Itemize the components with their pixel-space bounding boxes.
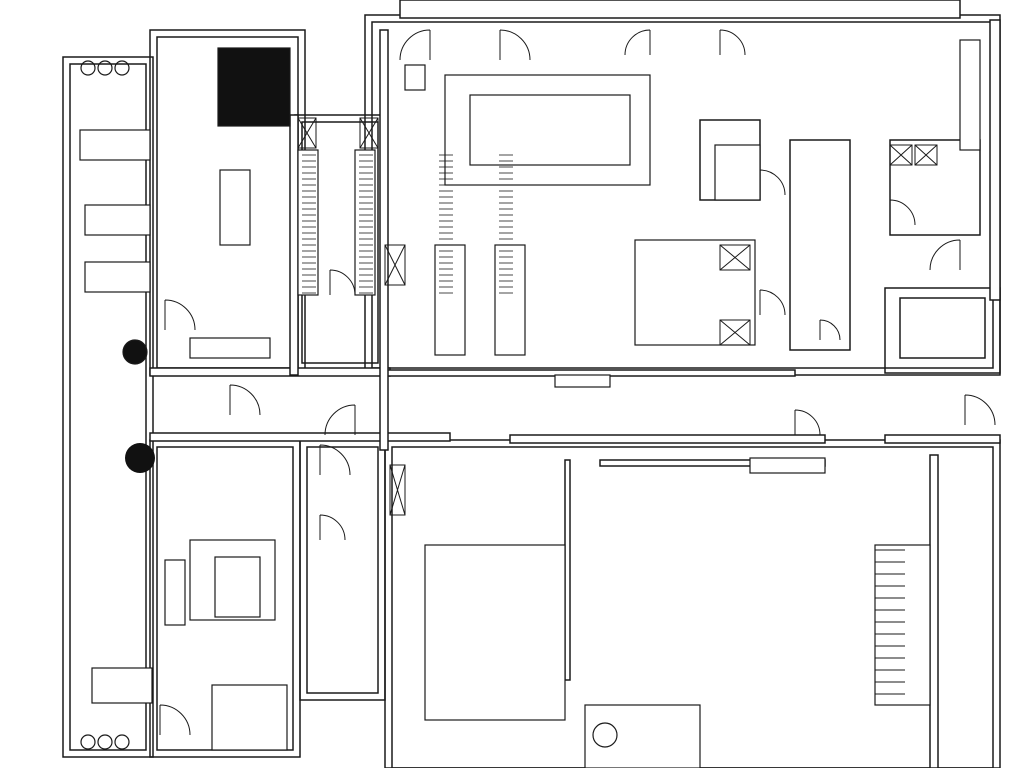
- door-swing: [759, 169, 786, 196]
- wall-segment: [929, 454, 939, 768]
- fixture-circle: [114, 734, 130, 750]
- bathtub: [219, 169, 251, 246]
- furniture-layer: [79, 39, 981, 768]
- shaft-cross: [297, 117, 317, 149]
- table: [469, 94, 631, 166]
- shaft-cross: [719, 319, 751, 346]
- bed: [214, 556, 261, 618]
- wall-segment: [509, 434, 826, 444]
- door-swing: [229, 384, 261, 416]
- wall-segment: [564, 459, 571, 681]
- lounger: [84, 204, 151, 236]
- vanity: [189, 337, 271, 359]
- door-swing: [399, 29, 431, 61]
- wall: [889, 139, 981, 236]
- fixture-circle: [80, 60, 96, 76]
- staircase: [874, 544, 931, 706]
- wall: [391, 446, 994, 768]
- door-swing: [889, 199, 916, 226]
- plant: [125, 443, 155, 473]
- wall: [884, 287, 1001, 374]
- wall-segment: [989, 19, 1001, 301]
- door-swing: [624, 29, 651, 56]
- wall-segment: [289, 114, 299, 376]
- door-swing: [929, 239, 961, 271]
- door-swing: [164, 299, 196, 331]
- bench: [554, 374, 611, 388]
- wall-segment: [884, 434, 1001, 444]
- wardrobe: [494, 244, 526, 356]
- sofa: [91, 667, 153, 704]
- wall: [62, 56, 154, 758]
- wall-segment: [379, 29, 389, 451]
- wall-segment: [149, 432, 451, 442]
- door-swing: [324, 404, 356, 436]
- door-swing: [719, 29, 746, 56]
- shaft-cross: [384, 244, 406, 286]
- fixture-circle: [80, 734, 96, 750]
- door-swing: [319, 514, 346, 541]
- door-swing: [319, 444, 351, 476]
- tv-room: [424, 544, 566, 721]
- nightstand: [164, 559, 186, 626]
- counter: [959, 39, 981, 151]
- lounger: [84, 261, 151, 293]
- wall: [899, 297, 986, 359]
- fixture-circle: [97, 60, 113, 76]
- fixture-circle: [592, 722, 618, 748]
- chair: [404, 64, 426, 91]
- wall: [69, 63, 147, 751]
- wall: [306, 446, 379, 694]
- shaft-cross: [389, 464, 406, 516]
- cabinet: [749, 457, 826, 474]
- door-swing: [759, 289, 786, 316]
- armchair-area: [211, 684, 288, 751]
- wall-segment: [149, 367, 391, 377]
- fixture-circle: [122, 339, 148, 365]
- shaft-cross: [719, 244, 751, 271]
- door-swing: [819, 319, 841, 341]
- wall-segment: [399, 0, 961, 19]
- wall: [789, 139, 851, 351]
- wall: [299, 439, 386, 701]
- wardrobe: [297, 149, 319, 296]
- sink: [714, 144, 761, 201]
- door-swing: [964, 394, 996, 426]
- shaft-cross: [359, 117, 379, 149]
- wardrobe: [434, 244, 466, 356]
- door-swing: [499, 29, 531, 61]
- door-swing: [159, 704, 191, 736]
- door-swing: [329, 269, 356, 296]
- fixture-circle: [97, 734, 113, 750]
- door-swing: [794, 409, 821, 436]
- shaft-cross: [889, 144, 913, 166]
- wardrobe: [354, 149, 376, 296]
- shaft-cross: [914, 144, 938, 166]
- desk: [79, 129, 151, 161]
- shower-block: [217, 47, 291, 127]
- dining: [584, 704, 701, 768]
- fixture-circle: [114, 60, 130, 76]
